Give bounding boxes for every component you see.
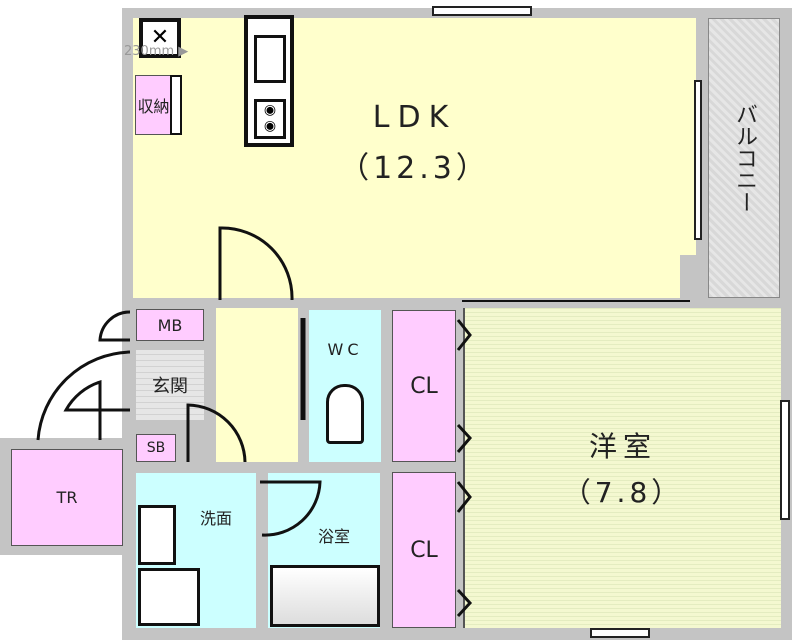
dimension-note: 230mm ▶ [124, 44, 189, 59]
storage: 収納 [135, 75, 172, 135]
room-sb: SB [136, 434, 176, 462]
bathtub-icon [270, 565, 380, 627]
ldk-door [218, 226, 294, 301]
room-western: 洋室 （7.8） [463, 308, 781, 628]
closet-top-label: CL [410, 373, 438, 399]
western-window[interactable] [780, 400, 790, 520]
storage-door[interactable] [170, 75, 182, 135]
western-size: （7.8） [562, 476, 684, 509]
top-window[interactable] [432, 6, 532, 16]
room-closet-top: CL [392, 310, 456, 462]
balcony: バルコニー [708, 18, 780, 298]
room-ldk: LDK （12.3） [133, 18, 696, 298]
wc-label: WC [327, 340, 363, 359]
storage-label: 収納 [137, 97, 170, 116]
sink-icon [254, 35, 286, 83]
bathroom-door [260, 480, 322, 537]
room-closet-bottom: CL [392, 472, 456, 628]
entrance-door [36, 350, 131, 441]
bathroom-label: 浴室 [317, 527, 350, 546]
western-label: 洋室 [588, 430, 657, 463]
entrance-label: 玄関 [152, 376, 188, 397]
tr-label: TR [56, 488, 78, 507]
sb-label: SB [146, 440, 166, 456]
ldk-corner [680, 255, 696, 298]
kitchen-counter: ◉◉ [244, 15, 294, 147]
room-mb: MB [136, 309, 204, 341]
stove-icon: ◉◉ [254, 99, 286, 139]
washbasin-icon [138, 505, 176, 565]
room-entrance: 玄関 [136, 350, 204, 420]
hallway [216, 308, 298, 462]
washroom-door [186, 403, 247, 463]
room-tr: TR [11, 449, 123, 546]
mb-door [98, 310, 131, 342]
closet-door-marks [456, 319, 473, 618]
washing-machine-icon [138, 568, 200, 626]
balcony-label: バルコニー [732, 103, 757, 213]
ldk-label: LDK [372, 99, 457, 135]
balcony-window[interactable] [694, 80, 702, 240]
vent-fan-icon: ✕ [139, 18, 181, 58]
entrance-door-inner [63, 379, 130, 440]
mb-label: MB [157, 315, 183, 335]
ldk-size: （12.3） [339, 150, 490, 186]
washroom-label: 洗面 [199, 509, 232, 528]
closet-bottom-label: CL [410, 537, 438, 563]
toilet-icon [326, 384, 364, 444]
bottom-window[interactable] [590, 628, 650, 638]
